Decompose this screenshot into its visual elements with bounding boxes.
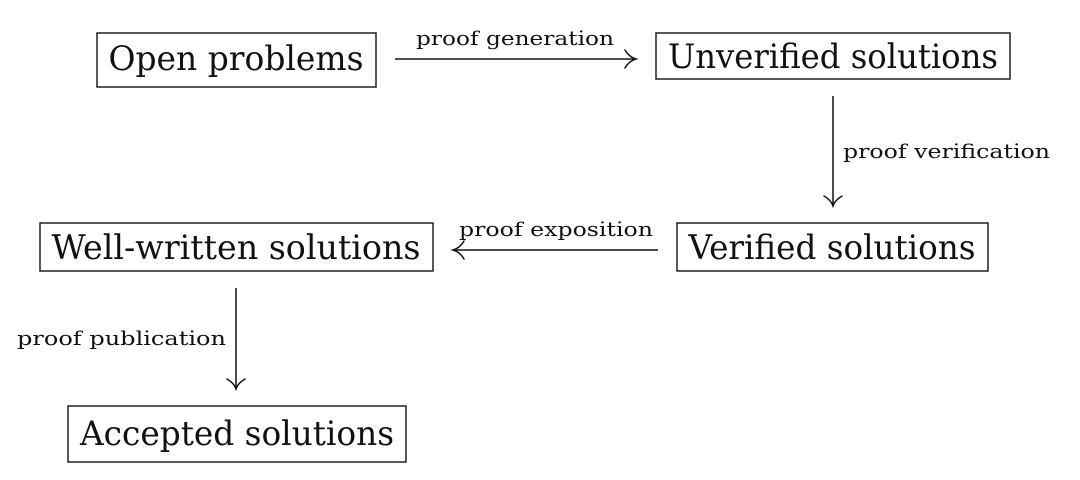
edge-proof-generation: proof generation bbox=[395, 26, 639, 69]
node-unverified-solutions-label: Unverified solutions bbox=[668, 37, 998, 77]
edge-proof-publication: proof publication bbox=[17, 288, 246, 392]
edge-proof-verification-label: proof verification bbox=[843, 139, 1050, 163]
node-open-problems: Open problems bbox=[96, 32, 377, 88]
node-verified-solutions-box bbox=[676, 222, 989, 272]
edge-proof-exposition: proof exposition bbox=[450, 217, 658, 260]
node-open-problems-box bbox=[96, 32, 377, 88]
edge-proof-publication-arrowhead bbox=[226, 378, 246, 392]
node-unverified-solutions: Unverified solutions bbox=[655, 32, 1011, 80]
node-verified-solutions: Verified solutions bbox=[676, 222, 989, 272]
node-accepted-solutions: Accepted solutions bbox=[67, 405, 407, 463]
edge-proof-generation-label: proof generation bbox=[416, 26, 614, 50]
node-well-written-solutions-label: Well-written solutions bbox=[52, 228, 421, 268]
node-well-written-solutions: Well-written solutions bbox=[39, 222, 434, 272]
node-well-written-solutions-box bbox=[39, 222, 434, 272]
edge-proof-exposition-arrowhead bbox=[450, 240, 465, 260]
edge-proof-verification: proof verification bbox=[823, 96, 1050, 209]
edge-proof-exposition-label: proof exposition bbox=[459, 217, 653, 241]
edge-proof-publication-label: proof publication bbox=[17, 326, 226, 350]
edge-proof-generation-arrowhead bbox=[624, 49, 639, 69]
node-open-problems-label: Open problems bbox=[109, 39, 364, 79]
edge-proof-verification-arrowhead bbox=[823, 195, 843, 209]
node-unverified-solutions-box bbox=[655, 32, 1011, 80]
node-verified-solutions-label: Verified solutions bbox=[688, 228, 976, 268]
node-accepted-solutions-label: Accepted solutions bbox=[79, 414, 394, 454]
node-accepted-solutions-box bbox=[67, 405, 407, 463]
